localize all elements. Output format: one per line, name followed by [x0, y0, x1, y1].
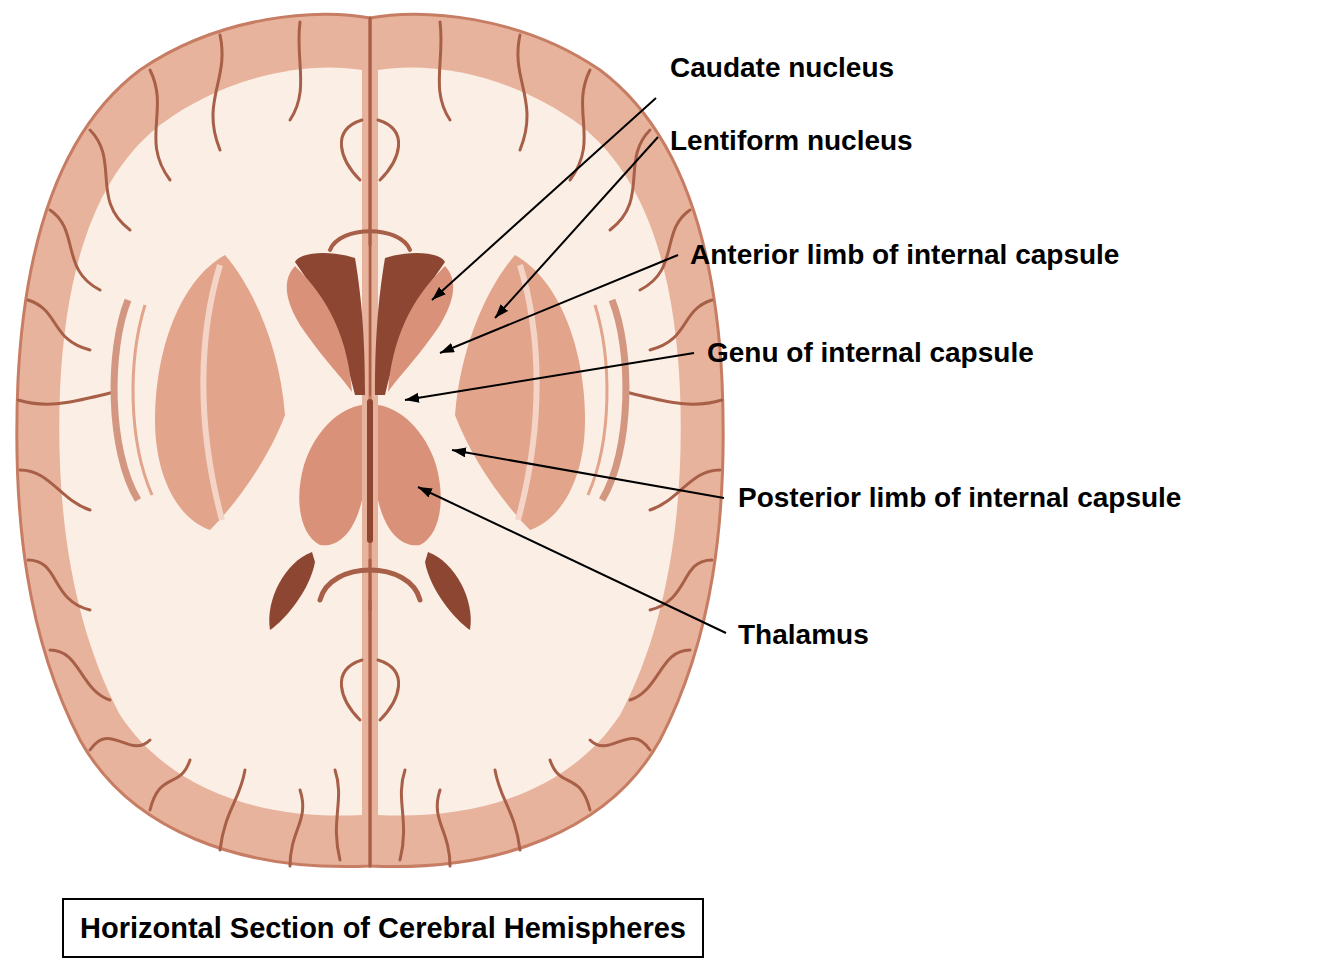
part-label: Posterior limb of internal capsule — [738, 481, 1181, 515]
leader-line — [418, 487, 726, 633]
leader-line — [405, 353, 694, 400]
leader-line — [452, 450, 724, 498]
figure-caption: Horizontal Section of Cerebral Hemispher… — [62, 898, 704, 958]
part-label: Thalamus — [738, 618, 869, 652]
leader-line — [440, 255, 678, 353]
leader-line — [495, 137, 658, 318]
left-hemisphere — [17, 14, 370, 866]
part-label: Caudate nucleus — [670, 51, 894, 85]
part-label: Lentiform nucleus — [670, 124, 913, 158]
leader-line — [432, 98, 656, 300]
part-label: Anterior limb of internal capsule — [690, 238, 1119, 272]
midline-structures — [320, 18, 420, 866]
part-label: Genu of internal capsule — [707, 336, 1034, 370]
leader-lines — [405, 98, 726, 633]
